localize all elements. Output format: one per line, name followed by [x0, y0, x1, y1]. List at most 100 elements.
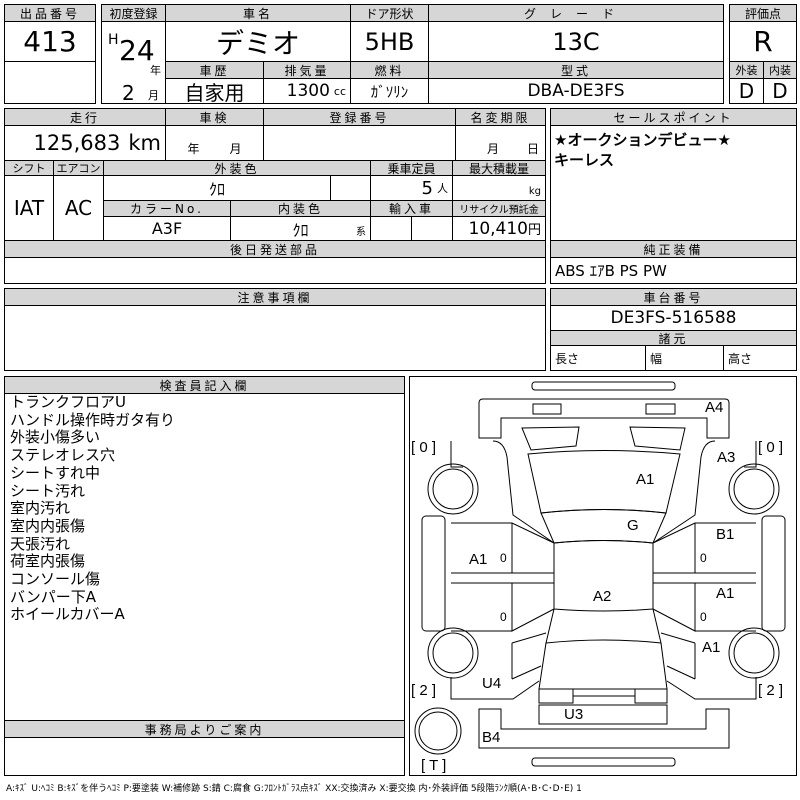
history-label: 車歴: [165, 61, 264, 79]
mileage-label: 走行: [4, 108, 166, 126]
wheels: [414, 463, 780, 755]
tail-light-right: [634, 688, 668, 704]
note-line: コンソール傷: [10, 570, 101, 589]
mark-right-rear-door: A1: [716, 585, 735, 602]
model-label: 型式: [428, 61, 724, 79]
int-score-label: 内装: [763, 61, 797, 79]
month-unit: 月: [148, 89, 159, 102]
displacement-value: 1300: [286, 81, 330, 101]
tire-front-left: [ 0 ]: [411, 439, 437, 456]
nc-day-unit: 日: [526, 142, 539, 156]
inspector-notes: トランクフロアU ハンドル操作時ガタ有り 外装小傷多い ステレオレス穴 シートす…: [10, 393, 176, 624]
nc-month-unit: 月: [486, 142, 499, 156]
wheel-rear-right: [728, 627, 780, 679]
door-zero: 0: [500, 610, 507, 624]
import-label: 輸入車: [370, 200, 453, 217]
name-change-label: 名変期限: [455, 108, 546, 126]
left-rear-fender: [511, 632, 547, 680]
right-front-door: [652, 522, 756, 584]
car-name: デミオ: [165, 21, 351, 62]
front-bumper-bar: [531, 381, 676, 391]
tire-rear-right: [ 2 ]: [758, 682, 784, 699]
grade-label: グレード: [428, 4, 724, 22]
note-line: ステレオレス穴: [10, 446, 116, 465]
equipment-label: 純正装備: [550, 240, 797, 258]
import-cell-2: [411, 216, 453, 241]
fuel: ｶﾞｿﾘﾝ: [350, 78, 429, 104]
note-line: バンパー下A: [10, 587, 97, 606]
grade: 13C: [428, 21, 724, 62]
windshield: [527, 450, 681, 514]
sales-point: キーレス: [554, 151, 615, 169]
sales-points-label: セールスポイント: [550, 108, 797, 126]
door-label: ドア形状: [350, 4, 429, 22]
max-load: kg: [452, 175, 546, 201]
ext-score: D: [729, 78, 764, 104]
left-front-fender: [450, 440, 555, 544]
reg-year: 24: [119, 34, 155, 67]
int-color-unit: 系: [356, 227, 366, 238]
left-front-door: [451, 522, 555, 584]
recycle-unit: 円: [527, 223, 541, 238]
chassis-number: DE3FS-516588: [550, 305, 797, 331]
fuel-label: 燃料: [350, 61, 429, 79]
door-zero: 0: [700, 551, 707, 565]
front-glass-right: [629, 426, 686, 451]
rear-panel: [538, 704, 668, 725]
lot-blank: [4, 61, 96, 104]
left-sill: [421, 515, 446, 632]
int-color-label: 内装色: [230, 200, 371, 217]
displacement-label: 排気量: [263, 61, 351, 79]
door-zero: 0: [500, 551, 507, 565]
tail-light-left: [538, 688, 574, 704]
score: R: [729, 21, 797, 62]
note-line: 室内汚れ: [10, 499, 71, 518]
front-glass-left: [521, 426, 580, 451]
spec-width: 幅: [645, 345, 724, 371]
recycle-label: リサイクル預託金: [452, 200, 546, 217]
note-line: 天張汚れ: [10, 534, 71, 553]
later-parts: [4, 257, 546, 284]
note-line: 荷室内張傷: [10, 552, 86, 571]
first-reg-label: 初度登録: [101, 4, 166, 22]
right-sill: [761, 515, 786, 632]
mark-rear-bumper: B4: [482, 729, 501, 746]
model-code: DBA-DE3FS: [428, 78, 724, 104]
mark-right-front-door: B1: [716, 526, 735, 543]
shift-label: シフト: [4, 160, 54, 176]
reg-month: 2: [122, 81, 135, 104]
note-line: 室内内張傷: [10, 516, 86, 535]
tire-front-right: [ 0 ]: [758, 439, 784, 456]
right-rear-fender: [660, 632, 696, 680]
name-change-date: 月日: [455, 125, 546, 161]
rear-bumper-bar: [531, 757, 676, 767]
mark-windshield: A1: [636, 471, 655, 488]
mark-right-rear-fender: A1: [702, 639, 721, 656]
mark-left-rear-fender: U4: [482, 675, 502, 692]
ext-color: ｸﾛ: [103, 175, 331, 201]
mark-left-front-door: A1: [469, 551, 488, 568]
ext-score-label: 外装: [729, 61, 764, 79]
trunk: [538, 642, 668, 690]
inspection-date: 年月: [165, 125, 264, 161]
door-type: 5HB: [350, 21, 429, 62]
inspection-label: 車検: [165, 108, 264, 126]
ext-color-label: 外装色: [103, 160, 371, 176]
mark-front-right: A3: [717, 449, 736, 466]
aircon-label: エアコン: [53, 160, 104, 176]
damage-diagram: [409, 376, 797, 776]
int-score: D: [763, 78, 797, 104]
ext-color-extra: [330, 175, 371, 201]
capacity-label: 乗車定員: [370, 160, 453, 176]
notes-body: [4, 305, 546, 371]
int-color: ｸﾛ系: [230, 216, 371, 241]
wheel-rear-left: [427, 627, 479, 679]
tire-spare: [ T ]: [421, 757, 447, 774]
color-no: A3F: [103, 216, 231, 241]
door-zero: 0: [700, 610, 707, 624]
history: 自家用: [165, 78, 264, 104]
mark-glass: G: [627, 517, 639, 534]
sales-points: ★オークションデビュー★ キーレス: [550, 125, 797, 241]
reg-no: [263, 125, 456, 161]
note-line: ハンドル操作時ガタ有り: [10, 410, 176, 429]
